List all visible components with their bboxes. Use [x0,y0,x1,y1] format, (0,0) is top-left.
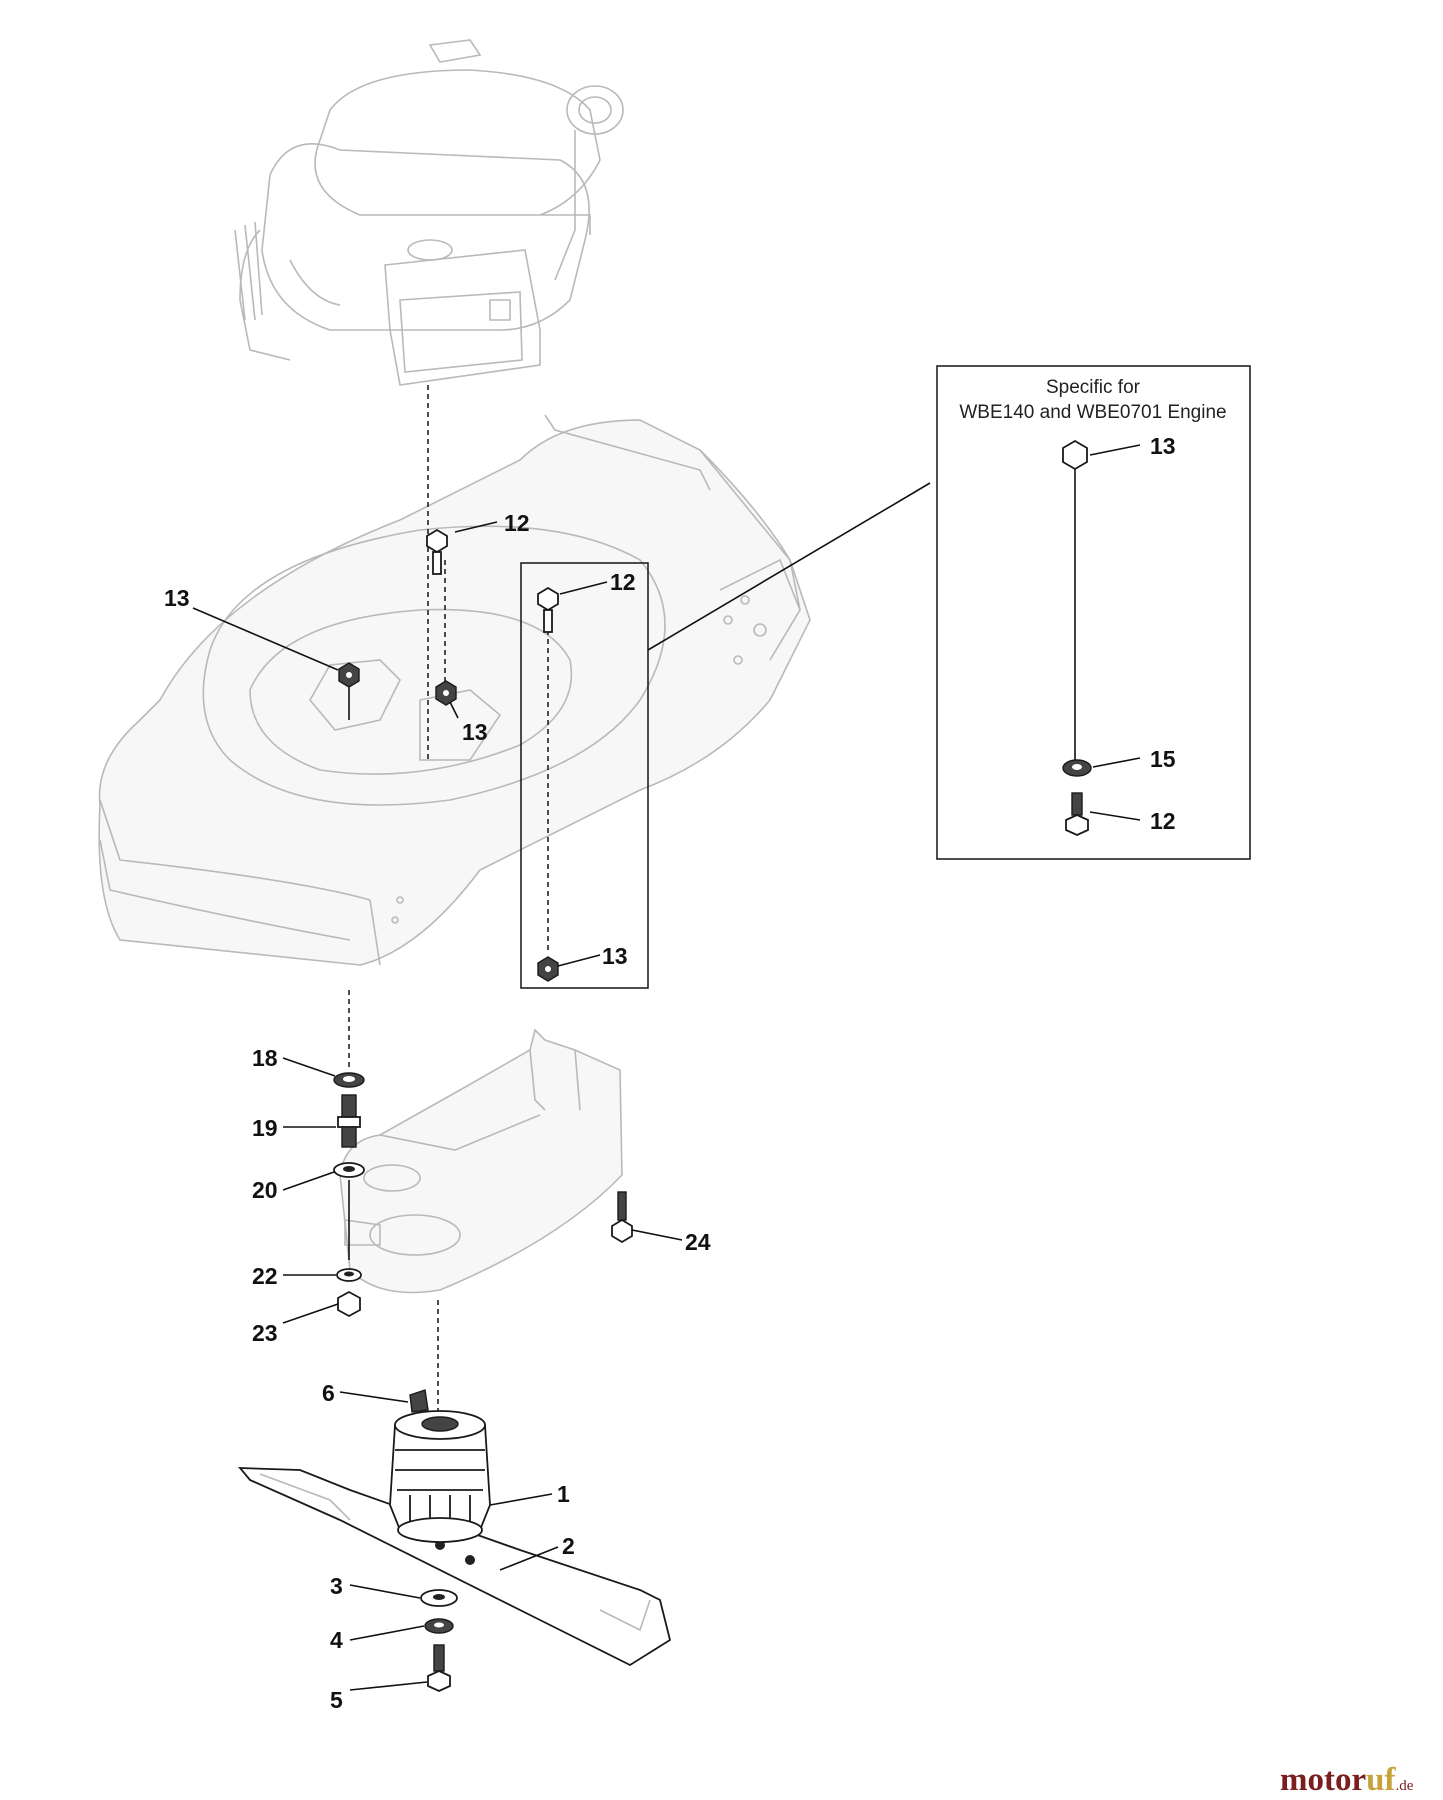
callout-18: 18 [252,1045,278,1071]
callout-15-inset-washer: 15 [1150,746,1176,772]
deflector-illustration [339,1028,623,1294]
inset-title-line-2: WBE140 and WBE0701 Engine [959,402,1226,423]
engine-specific-inset: Specific for WBE140 and WBE0701 Engine [936,365,1251,860]
inset-connector-line [647,482,931,651]
box-bolt-12 [537,586,559,633]
box-nut-13 [537,956,559,982]
nut-23 [337,1290,361,1318]
callout-12-box-bolt: 12 [610,569,636,595]
callout-22: 22 [252,1263,278,1289]
stud-19 [337,1094,361,1148]
callout-13-box-nut: 13 [602,943,628,969]
engine-illustration [234,39,624,386]
callout-20: 20 [252,1177,278,1203]
deck-nut-13-left [338,662,360,688]
watermark-text: motoruf.de [1280,1762,1414,1798]
alternate-hardware-box [520,562,649,989]
callout-3: 3 [330,1573,343,1599]
inset-nut-13 [1062,439,1088,471]
deck-nut-13-center [435,680,457,706]
callout-13-deck-nut-left: 13 [164,585,190,611]
callout-4: 4 [330,1627,343,1653]
motoruf-watermark-logo: motoruf.de [1280,1762,1414,1798]
callout-6: 6 [322,1380,335,1406]
callout-12-deck-bolt: 12 [504,510,530,536]
washer-22 [336,1268,362,1282]
callout-5: 5 [330,1687,343,1713]
washer-3 [420,1589,458,1607]
callout-12-inset-bolt: 12 [1150,808,1176,834]
callout-23: 23 [252,1320,278,1346]
callout-2: 2 [562,1533,575,1559]
leader-lines [192,444,1141,1691]
washer-4 [424,1618,454,1634]
screw-24 [611,1191,633,1244]
inset-bolt-12 [1071,792,1083,816]
callout-24: 24 [685,1229,711,1255]
blade-adapter-1 [389,1410,491,1543]
callout-19: 19 [252,1115,278,1141]
washer-18 [333,1072,365,1088]
callout-13-inset-nut: 13 [1150,433,1176,459]
callout-13-deck-nut-center: 13 [462,719,488,745]
callout-labels: 12 13 13 12 13 13 15 12 18 19 20 22 23 2… [164,433,1176,1713]
deck-bolt-12 [426,528,448,575]
callout-1: 1 [557,1481,570,1507]
inset-title-line-1: Specific for [1046,377,1141,398]
bolt-5 [427,1644,451,1692]
assembly-lines [348,385,1076,1420]
key-6 [409,1389,429,1413]
washer-20 [333,1162,365,1178]
